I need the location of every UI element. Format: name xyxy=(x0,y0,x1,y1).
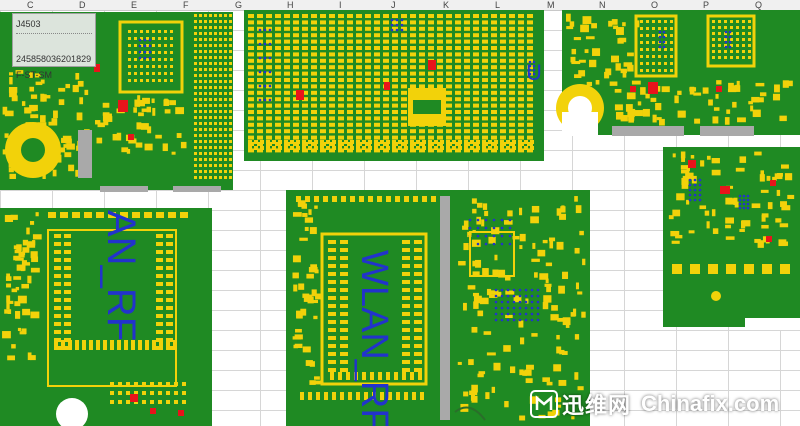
marker-pad xyxy=(770,180,776,186)
marker-pad xyxy=(716,86,722,92)
marker-pad xyxy=(118,100,128,112)
chinafix-logo-icon xyxy=(530,390,558,418)
tooltip-ref: J4503 xyxy=(16,19,41,29)
marker-pad xyxy=(384,82,390,90)
column-header-o[interactable]: O xyxy=(651,0,659,10)
column-header-n[interactable]: N xyxy=(599,0,606,10)
marker-pad xyxy=(130,394,138,402)
gray-pad xyxy=(440,196,450,420)
gray-pad xyxy=(100,186,148,192)
pcb-board-bottom-center xyxy=(286,190,590,426)
column-header-e[interactable]: E xyxy=(131,0,138,10)
watermark: 迅维网 Chinafix.com xyxy=(530,384,800,424)
column-header-h[interactable]: H xyxy=(287,0,294,10)
column-header-p[interactable]: P xyxy=(703,0,710,10)
column-header-k[interactable]: K xyxy=(443,0,450,10)
column-header-i[interactable]: I xyxy=(339,0,342,10)
left-bottom-label: AN_RF xyxy=(99,210,143,341)
marker-pad xyxy=(150,408,156,414)
marker-pad xyxy=(688,160,696,168)
column-header-f[interactable]: F xyxy=(183,0,189,10)
marker-pad xyxy=(178,410,184,416)
gray-pad xyxy=(78,130,92,178)
column-header-q[interactable]: Q xyxy=(755,0,763,10)
tooltip-type: F-ST-SM xyxy=(16,70,52,80)
column-header-m[interactable]: M xyxy=(547,0,555,10)
center-label: WLAN_RF xyxy=(353,250,395,426)
marker-pad xyxy=(630,86,636,92)
gray-pad xyxy=(700,126,754,136)
gray-pad xyxy=(173,186,221,192)
tooltip-part-number: 245858036201829 xyxy=(16,54,92,64)
marker-pad xyxy=(720,186,730,194)
center-top-label: U xyxy=(526,60,542,85)
column-header-j[interactable]: J xyxy=(391,0,396,10)
column-header-d[interactable]: D xyxy=(79,0,86,10)
marker-pad xyxy=(94,64,100,72)
marker-pad xyxy=(428,60,436,70)
marker-pad xyxy=(128,134,134,140)
marker-pad xyxy=(648,82,658,94)
watermark-en: Chinafix.com xyxy=(641,391,780,416)
column-header-c[interactable]: C xyxy=(27,0,34,10)
marker-pad xyxy=(766,236,772,242)
watermark-cn: 迅维网 xyxy=(562,394,632,419)
component-tooltip: J4503 245858036201829 F-ST-SM xyxy=(12,13,96,80)
gray-pad xyxy=(612,126,684,136)
marker-pad xyxy=(296,90,304,100)
column-header-g[interactable]: G xyxy=(235,0,243,10)
column-header-l[interactable]: L xyxy=(495,0,501,10)
